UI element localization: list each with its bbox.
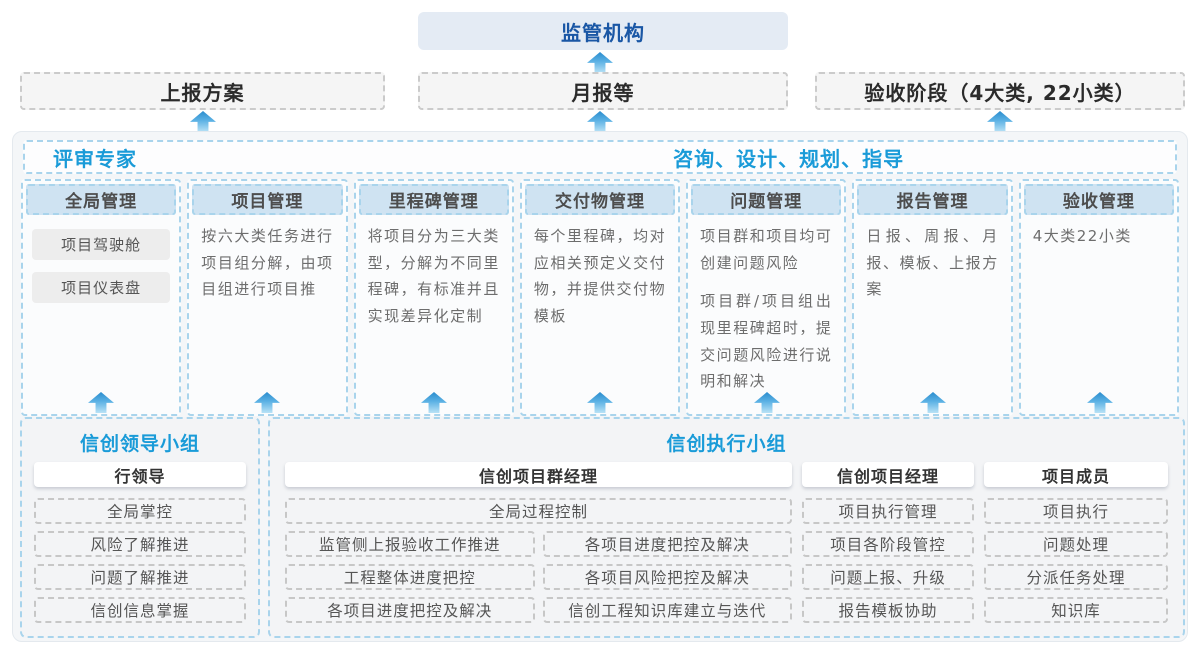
- duty-item: 各项目进度把控及解决: [542, 531, 792, 557]
- column-description: 将项目分为三大类型，分解为不同里程碑，有标准并且实现差异化定制: [367, 227, 500, 326]
- up-arrow-icon: [190, 111, 216, 132]
- leader-group-title: 信创领导小组: [79, 432, 200, 455]
- column-header: 里程碑管理: [358, 184, 509, 215]
- duty-item: 工程整体进度把控: [285, 564, 535, 590]
- duty-item: 全局过程控制: [285, 498, 792, 524]
- execution-group-title: 信创执行小组: [666, 432, 787, 455]
- column-issue-mgmt: 问题管理 项目群和项目均可创建问题风险 项目群/项目组出现里程碑超时，提交问题风…: [686, 179, 847, 417]
- project-manager-column: 信创项目经理 项目执行管理 项目各阶段管控 问题上报、升级 报告模板协助: [802, 462, 974, 623]
- role-badge-project-member: 项目成员: [984, 462, 1168, 487]
- duty-item: 分派任务处理: [984, 564, 1168, 590]
- role-badge-bank-leader: 行领导: [34, 462, 246, 487]
- feature-pill: 项目驾驶舱: [32, 229, 171, 260]
- column-description: 按六大类任务进行项目组分解，由项目组进行项目推: [201, 227, 334, 299]
- leader-group-section: 信创领导小组 行领导 全局掌控 风险了解推进 问题了解推进 信创信息掌握: [20, 417, 260, 638]
- regulator-label: 监管机构: [561, 20, 645, 45]
- duty-item: 各项目进度把控及解决: [285, 597, 535, 623]
- up-arrow-icon: [587, 111, 613, 132]
- column-global-mgmt: 全局管理 项目驾驶舱 项目仪表盘: [21, 179, 182, 417]
- role-badge-program-manager: 信创项目群经理: [285, 462, 792, 487]
- duty-item: 监管侧上报验收工作推进: [285, 531, 535, 557]
- report-box-monthly: 月报等: [418, 72, 788, 110]
- capability-columns: 全局管理 项目驾驶舱 项目仪表盘 项目管理 按六大类任务进行项目组分解，由项目组…: [21, 179, 1179, 417]
- program-manager-column: 信创项目群经理 全局过程控制 监管侧上报验收工作推进 各项目进度把控及解决 工程…: [285, 462, 792, 623]
- column-header: 验收管理: [1023, 184, 1174, 215]
- duty-item: 项目执行管理: [802, 498, 974, 524]
- execution-group-section: 信创执行小组 信创项目群经理 全局过程控制 监管侧上报验收工作推进 各项目进度把…: [268, 417, 1185, 638]
- duty-item: 全局掌控: [34, 498, 246, 524]
- column-milestone-mgmt: 里程碑管理 将项目分为三大类型，分解为不同里程碑，有标准并且实现差异化定制: [353, 179, 514, 417]
- column-acceptance-mgmt: 验收管理 4大类22小类: [1018, 179, 1179, 417]
- column-description: 日报、周报、月报、模板、上报方案: [866, 227, 999, 299]
- duty-item: 风险了解推进: [34, 531, 246, 557]
- up-arrow-icon: [987, 111, 1013, 132]
- column-header: 全局管理: [26, 184, 177, 215]
- column-description: 每个里程碑，均对应相关预定义交付物，并提供交付物模板: [533, 227, 667, 326]
- feature-pill: 项目仪表盘: [32, 272, 171, 303]
- column-header: 问题管理: [691, 184, 842, 215]
- advisory-strip: 评审专家 咨询、设计、规划、指导: [23, 140, 1177, 174]
- duty-item: 知识库: [984, 597, 1168, 623]
- duty-item: 问题处理: [984, 531, 1168, 557]
- column-header: 项目管理: [192, 184, 343, 215]
- column-header: 交付物管理: [524, 184, 676, 215]
- column-description: 项目群/项目组出现里程碑超时，提交问题风险进行说明和解决: [700, 292, 833, 391]
- duty-item: 项目执行: [984, 498, 1168, 524]
- duty-item: 项目各阶段管控: [802, 531, 974, 557]
- column-report-mgmt: 报告管理 日报、周报、月报、模板、上报方案: [852, 179, 1013, 417]
- regulator-box: 监管机构: [418, 12, 788, 50]
- report-box-plan: 上报方案: [20, 72, 385, 110]
- role-badge-project-manager: 信创项目经理: [802, 462, 974, 487]
- report-box-label: 月报等: [571, 80, 635, 105]
- duty-item: 信创工程知识库建立与迭代: [542, 597, 792, 623]
- duty-item: 报告模板协助: [802, 597, 974, 623]
- report-box-label: 上报方案: [160, 80, 245, 105]
- column-header: 报告管理: [857, 184, 1008, 215]
- column-description: 项目群和项目均可创建问题风险: [700, 227, 833, 272]
- column-deliverable-mgmt: 交付物管理 每个里程碑，均对应相关预定义交付物，并提供交付物模板: [519, 179, 681, 417]
- project-member-column: 项目成员 项目执行 问题处理 分派任务处理 知识库: [984, 462, 1168, 623]
- column-description: 4大类22小类: [1032, 227, 1132, 245]
- duty-item: 问题上报、升级: [802, 564, 974, 590]
- up-arrow-icon: [587, 52, 613, 73]
- consulting-title: 咨询、设计、规划、指导: [673, 146, 905, 171]
- duty-item: 各项目风险把控及解决: [542, 564, 792, 590]
- report-box-label: 验收阶段（4大类, 22小类）: [864, 80, 1136, 105]
- review-experts-title: 评审专家: [53, 146, 137, 171]
- duty-item: 问题了解推进: [34, 564, 246, 590]
- report-box-acceptance: 验收阶段（4大类, 22小类）: [815, 72, 1185, 110]
- column-project-mgmt: 项目管理 按六大类任务进行项目组分解，由项目组进行项目推: [187, 179, 348, 417]
- duty-item: 信创信息掌握: [34, 597, 246, 623]
